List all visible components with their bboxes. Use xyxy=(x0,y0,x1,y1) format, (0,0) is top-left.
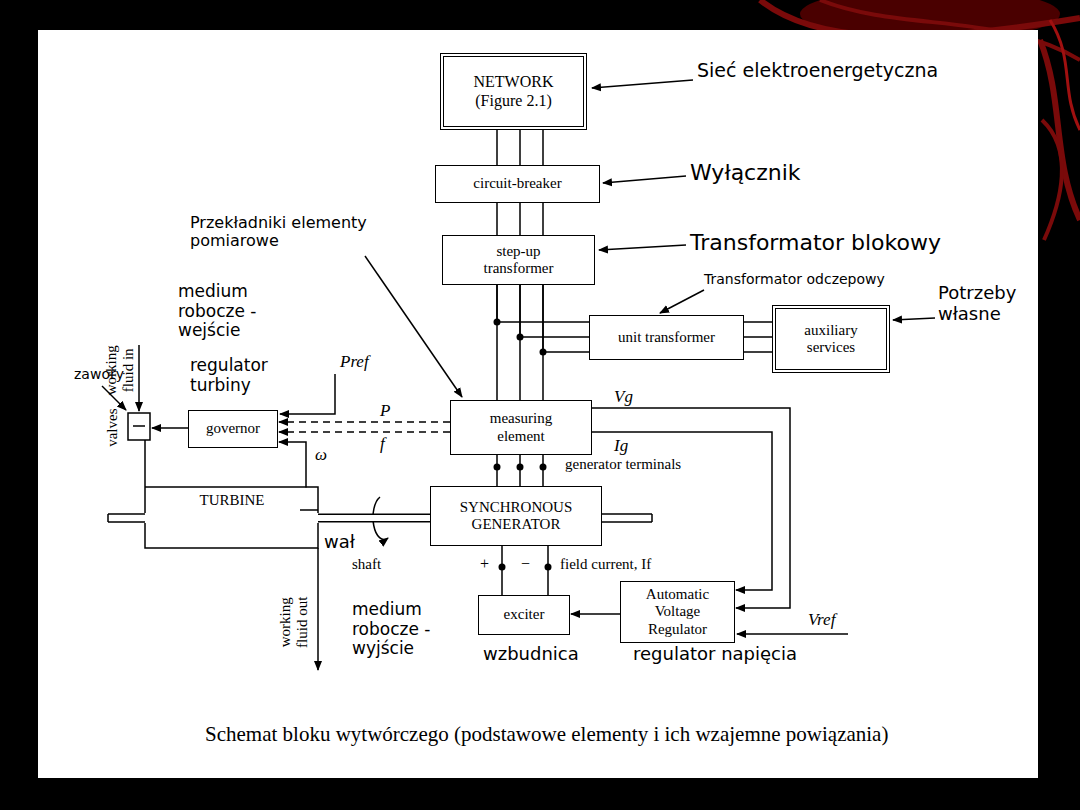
speed-signal xyxy=(279,442,306,487)
turbine-outline xyxy=(145,440,318,548)
signal-name: ω xyxy=(313,446,329,465)
polarity-sign: − xyxy=(521,555,530,573)
part-name: valves xyxy=(103,409,120,447)
handwritten-note: Przekładniki elementy pomiarowe xyxy=(190,214,370,251)
leader-arrow xyxy=(893,318,935,320)
box-text: NETWORK (Figure 2.1) xyxy=(464,73,564,110)
three-phase-tap xyxy=(497,285,589,352)
connector-line xyxy=(279,431,450,433)
regulator-box: Automatic Voltage Regulator xyxy=(620,581,735,643)
three-phase-bus xyxy=(497,455,543,486)
connector-line xyxy=(497,130,543,165)
handwritten-note: regulator napięcia xyxy=(633,644,797,665)
leader-arrow xyxy=(599,245,686,250)
ornament-swirl xyxy=(1042,120,1062,240)
measurement-signal xyxy=(279,422,450,423)
handwritten-note: Transformator odczepowy xyxy=(704,271,885,287)
part-name: generator terminals xyxy=(565,456,681,473)
handwritten-note: Potrzeby własne xyxy=(938,283,1033,324)
handwritten-note: wzbudnica xyxy=(483,644,579,665)
signal-name: P xyxy=(378,402,392,421)
handwritten-note: wał xyxy=(324,532,355,553)
signal-name: Vref xyxy=(808,610,835,630)
connector-line xyxy=(744,322,772,352)
handwritten-note: medium robocze - wejście xyxy=(178,282,263,341)
part-name: shaft xyxy=(352,556,381,573)
handwritten-note: regulator turbiny xyxy=(190,356,285,395)
auxiliary-box: auxiliary services xyxy=(772,305,890,373)
handwritten-note: Wyłącznik xyxy=(690,160,801,185)
measurement-signal xyxy=(592,408,790,608)
handwritten-note: Sieć elektroenergetyczna xyxy=(697,60,938,82)
reference-signal-line xyxy=(280,374,335,414)
fluid-in-arrow xyxy=(138,345,140,411)
shaft xyxy=(318,518,430,519)
connector-line xyxy=(497,455,543,486)
speed-pickup xyxy=(300,509,318,511)
polarity-sign: + xyxy=(480,555,489,573)
connector-line xyxy=(279,442,306,487)
box-text: circuit-breaker xyxy=(473,175,561,192)
fluid-out-arrow xyxy=(317,548,319,670)
shaft-rail xyxy=(318,514,430,523)
connector-line xyxy=(279,421,450,423)
valve-symbol xyxy=(133,425,145,427)
governor-box: governor xyxy=(188,410,278,448)
handwritten-note: Transformator blokowy xyxy=(690,230,941,255)
slide-caption: Schemat bloku wytwórczego (podstawowe el… xyxy=(205,722,910,747)
box-text: governor xyxy=(206,420,260,437)
box-text: TURBINE xyxy=(200,492,265,509)
handwritten-note: medium robocze - wyjście xyxy=(352,600,437,659)
flow-label: working fluid in xyxy=(103,339,138,401)
signal-name: Vg xyxy=(612,388,635,407)
shaft-core xyxy=(318,515,430,521)
connector-line xyxy=(571,613,620,615)
leader-arrow xyxy=(603,176,686,183)
signal-name: f xyxy=(378,435,387,454)
box-text: measuring element xyxy=(471,410,571,445)
connector-line xyxy=(502,546,548,595)
transformer-box: step-up transformer xyxy=(442,235,595,285)
signal-name: Pref xyxy=(340,352,369,372)
generator-box: SYNCHRONOUS GENERATOR xyxy=(430,486,602,546)
breaker-box: circuit-breaker xyxy=(435,165,600,203)
measuring-box: measuring element xyxy=(450,400,592,455)
leader-arrow xyxy=(592,80,693,88)
signal-name: field current, If xyxy=(560,556,651,573)
control-signal xyxy=(571,614,620,615)
control-signal-line xyxy=(152,427,188,429)
signal-name: Ig xyxy=(612,437,630,456)
measurement-signal xyxy=(279,432,450,433)
connector-line xyxy=(592,408,790,608)
connector-line xyxy=(497,285,589,352)
box-text: exciter xyxy=(504,606,545,623)
slide-panel xyxy=(38,30,1038,778)
ornament-swirl xyxy=(1050,20,1080,130)
box-text: SYNCHRONOUS GENERATOR xyxy=(446,499,586,534)
leader-arrow xyxy=(660,290,704,313)
box-text: unit transformer xyxy=(618,329,715,346)
three-phase-bus xyxy=(497,203,543,235)
turbine-body: TURBINE xyxy=(147,487,317,514)
valve-symbol xyxy=(128,413,150,440)
reference-signal-line xyxy=(737,633,848,635)
box-text: Automatic Voltage Regulator xyxy=(635,586,720,638)
shaft-stub xyxy=(602,514,652,522)
shaft-stub xyxy=(108,514,145,522)
field-wire xyxy=(502,546,548,595)
three-phase-line xyxy=(744,322,772,352)
network-box: NETWORK (Figure 2.1) xyxy=(440,53,587,130)
three-phase-bus xyxy=(497,130,543,165)
box-text: auxiliary services xyxy=(784,322,879,357)
connector-line xyxy=(497,203,543,235)
exciter-box: exciter xyxy=(478,595,570,635)
flow-label: working fluid out xyxy=(277,591,312,653)
transformer-box: unit transformer xyxy=(589,315,744,360)
box-text: step-up transformer xyxy=(469,243,569,278)
